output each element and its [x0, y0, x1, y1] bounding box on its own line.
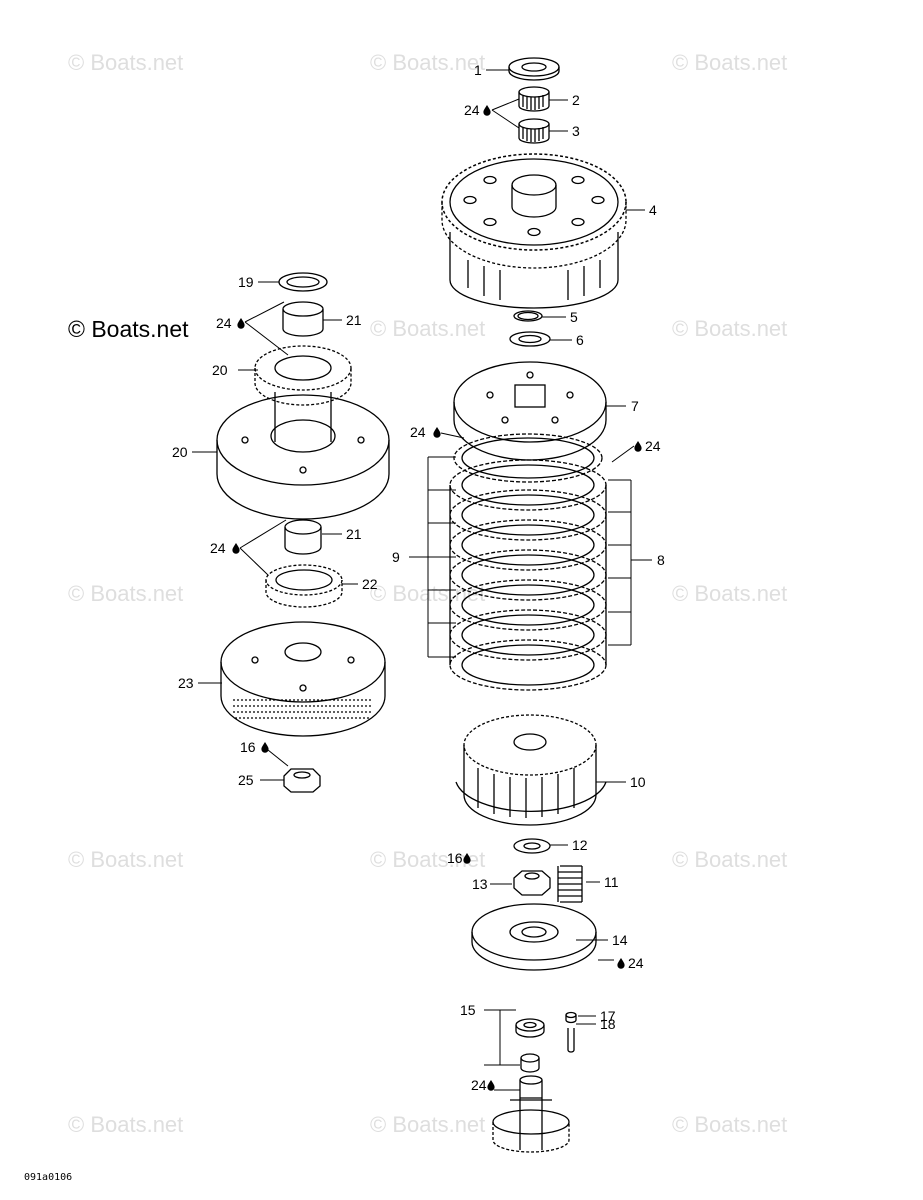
callout-23: 23: [178, 675, 194, 691]
brand-label: © Boats.net: [68, 316, 189, 342]
callout-21: 21: [346, 312, 362, 328]
part-washer-1: [508, 57, 560, 81]
part-clutch-hub-10: [455, 714, 607, 826]
oil-drop-icon: [432, 426, 442, 439]
oil-drop-icon: [486, 1079, 496, 1092]
oil-drop-icon: [236, 317, 246, 330]
part-washer-12: [513, 838, 551, 854]
part-bushing-21b: [284, 519, 322, 555]
oil-drop-icon: [260, 741, 270, 754]
callout-22: 22: [362, 576, 378, 592]
callout-24: 24: [216, 315, 232, 331]
callout-1: 1: [474, 62, 482, 78]
callout-labels: 1 2 3 24 4 5 6 7 24 24 9 8 10 12 16 11 1…: [172, 62, 665, 1093]
callout-19: 19: [238, 274, 254, 290]
oil-drop-icon: [616, 957, 626, 970]
callout-24: 24: [645, 438, 661, 454]
callout-2: 2: [572, 92, 580, 108]
drawing-code: 091a0106: [24, 1172, 73, 1183]
part-ball-bearing-15: [515, 1018, 545, 1073]
callout-13: 13: [472, 876, 488, 892]
oil-drop-icon: [231, 542, 241, 555]
part-washer-19: [278, 272, 328, 292]
part-bushing-21a: [282, 301, 324, 337]
part-clutch-plate-stack-8-9: [449, 433, 607, 691]
part-needle-bearing-3: [518, 118, 550, 144]
callout-3: 3: [572, 123, 580, 139]
callout-24: 24: [471, 1077, 487, 1093]
oil-drop-icon: [482, 104, 492, 117]
callout-24: 24: [464, 102, 480, 118]
part-pin-17-18: [565, 1011, 577, 1053]
callout-9: 9: [392, 549, 400, 565]
oil-drop-icon: [633, 440, 643, 453]
part-clutch-assembly-23: [220, 621, 386, 737]
callout-8: 8: [657, 552, 665, 568]
callout-7: 7: [631, 398, 639, 414]
callout-6: 6: [576, 332, 584, 348]
callout-21: 21: [346, 526, 362, 542]
part-clutch-housing-gear-4: [441, 153, 627, 309]
part-spring-11: [557, 865, 583, 903]
part-circlip-5: [513, 310, 543, 322]
callout-20: 20: [172, 444, 188, 460]
callout-24: 24: [628, 955, 644, 971]
callout-5: 5: [570, 309, 578, 325]
callout-16: 16: [240, 739, 256, 755]
leader-lines: [192, 69, 652, 1091]
callout-15: 15: [460, 1002, 476, 1018]
part-sprag-clutch-22: [265, 564, 343, 608]
part-lifter-plate-14: [471, 903, 597, 971]
part-needle-bearing-2: [518, 86, 550, 112]
lubricant-drop-icons: [231, 104, 643, 1092]
callout-17: 17: [600, 1008, 616, 1024]
callout-12: 12: [572, 837, 588, 853]
callout-14: 14: [612, 932, 628, 948]
part-nut-25: [283, 768, 321, 793]
callout-24: 24: [410, 424, 426, 440]
callout-20: 20: [212, 362, 228, 378]
part-gear-20a: [254, 345, 352, 442]
callout-24: 24: [210, 540, 226, 556]
part-nut-13: [513, 870, 551, 896]
callout-18: 18: [600, 1016, 616, 1032]
callout-16: 16: [447, 850, 463, 866]
callout-25: 25: [238, 772, 254, 788]
callout-10: 10: [630, 774, 646, 790]
oil-drop-icon: [462, 852, 472, 865]
part-washer-6: [509, 331, 551, 347]
callout-11: 11: [604, 874, 619, 890]
part-drum-housing-20b: [216, 394, 390, 520]
callout-4: 4: [649, 202, 657, 218]
part-shaft: [492, 1075, 570, 1153]
